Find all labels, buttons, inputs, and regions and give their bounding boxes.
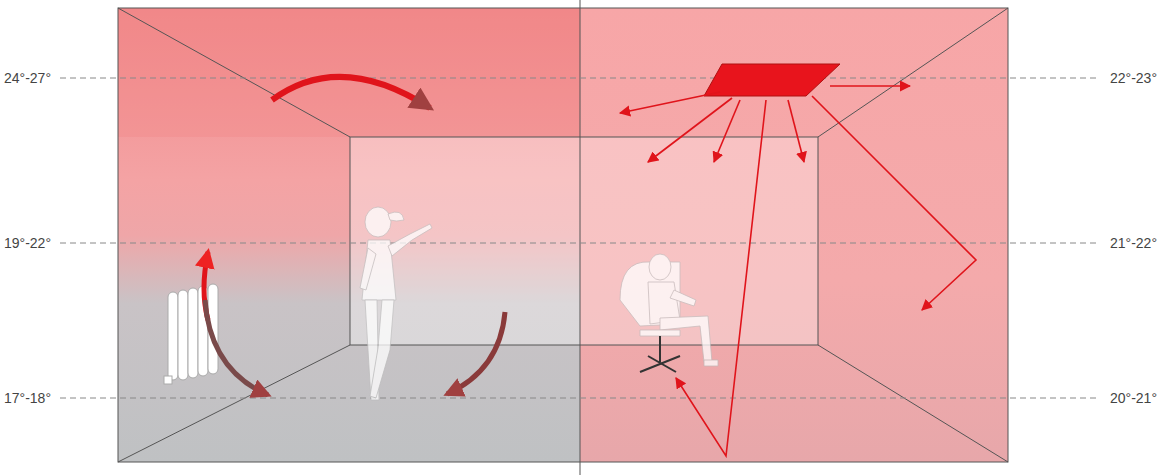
temperature-label: 21°-22°: [1108, 235, 1159, 251]
temperature-label: 24°-27°: [2, 70, 53, 86]
seated-man: [620, 254, 718, 366]
infrared-panel: [704, 64, 840, 96]
temperature-label: 17°-18°: [2, 390, 53, 406]
temperature-label: 20°-21°: [1108, 390, 1159, 406]
temperature-label: 19°-22°: [2, 235, 53, 251]
temperature-label: 22°-23°: [1108, 70, 1159, 86]
woman-figure: [360, 207, 432, 400]
